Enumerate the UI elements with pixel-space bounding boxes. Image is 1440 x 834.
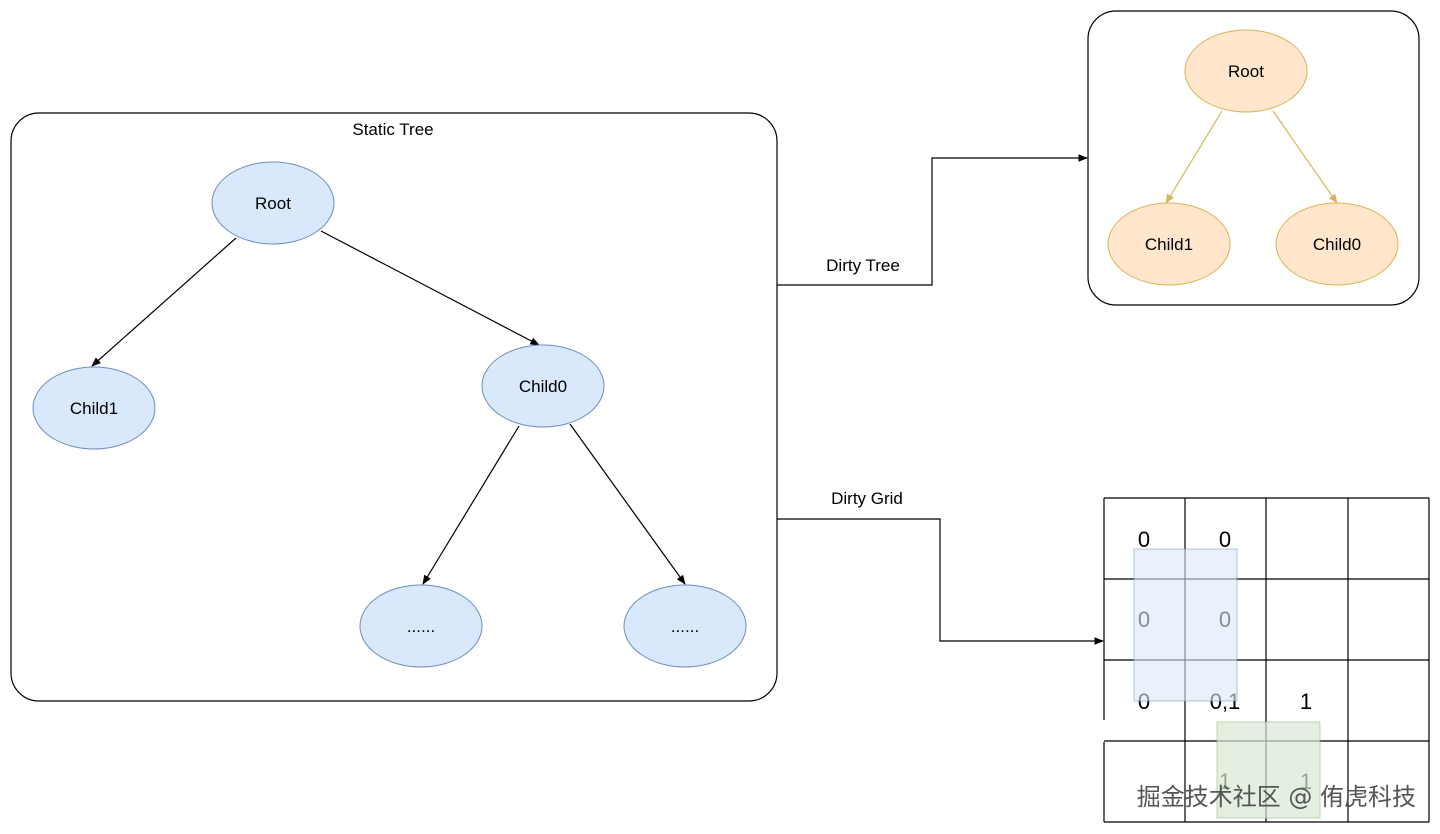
static-tree-title: Static Tree bbox=[352, 120, 433, 139]
static-node-root-label: Root bbox=[255, 194, 291, 213]
dirty-node-root: Root bbox=[1184, 29, 1308, 113]
edge-root-child0 bbox=[320, 230, 540, 346]
dirty-node-child0: Child0 bbox=[1275, 202, 1399, 286]
grid-cell-r0c0: 0 bbox=[1138, 527, 1150, 552]
connector-dirty-grid-label: Dirty Grid bbox=[831, 489, 903, 508]
static-node-child0-label: Child0 bbox=[519, 377, 567, 396]
dirty-edge-root-child1 bbox=[1165, 110, 1223, 204]
static-node-child1: Child1 bbox=[32, 366, 156, 450]
grid-cell-r0c1: 0 bbox=[1219, 527, 1231, 552]
grid-overlay-blue bbox=[1133, 548, 1238, 702]
dirty-tree-edges bbox=[1165, 110, 1338, 204]
edge-child0-right bbox=[569, 423, 686, 585]
dirty-grid: 0 0 0 0 0 0,1 1 1 1 bbox=[1103, 497, 1430, 823]
static-node-child0: Child0 bbox=[481, 344, 605, 428]
connector-dirty-grid bbox=[777, 518, 1104, 645]
watermark-text: 掘金技术社区 @ 侑虎科技 bbox=[1137, 783, 1416, 811]
edge-root-child1 bbox=[91, 237, 237, 367]
grid-overlay-green bbox=[1216, 721, 1321, 819]
connector-dirty-tree bbox=[777, 154, 1088, 286]
connector-dirty-tree-label: Dirty Tree bbox=[826, 256, 900, 275]
edge-child0-left bbox=[422, 425, 520, 585]
dirty-node-child1-label: Child1 bbox=[1145, 235, 1193, 254]
dirty-node-root-label: Root bbox=[1228, 62, 1264, 81]
dirty-node-child1: Child1 bbox=[1107, 202, 1231, 286]
static-node-child1-label: Child1 bbox=[70, 399, 118, 418]
static-tree-container bbox=[10, 112, 778, 702]
static-node-root: Root bbox=[211, 161, 335, 245]
static-node-grandchild-left-label: ...... bbox=[407, 617, 435, 636]
static-node-grandchild-right: ...... bbox=[623, 584, 747, 668]
static-node-grandchild-right-label: ...... bbox=[671, 617, 699, 636]
dirty-node-child0-label: Child0 bbox=[1313, 235, 1361, 254]
grid-cell-r2c2: 1 bbox=[1300, 689, 1312, 714]
static-tree-edges bbox=[91, 230, 686, 585]
dirty-edge-root-child0 bbox=[1272, 110, 1338, 204]
static-node-grandchild-left: ...... bbox=[359, 584, 483, 668]
